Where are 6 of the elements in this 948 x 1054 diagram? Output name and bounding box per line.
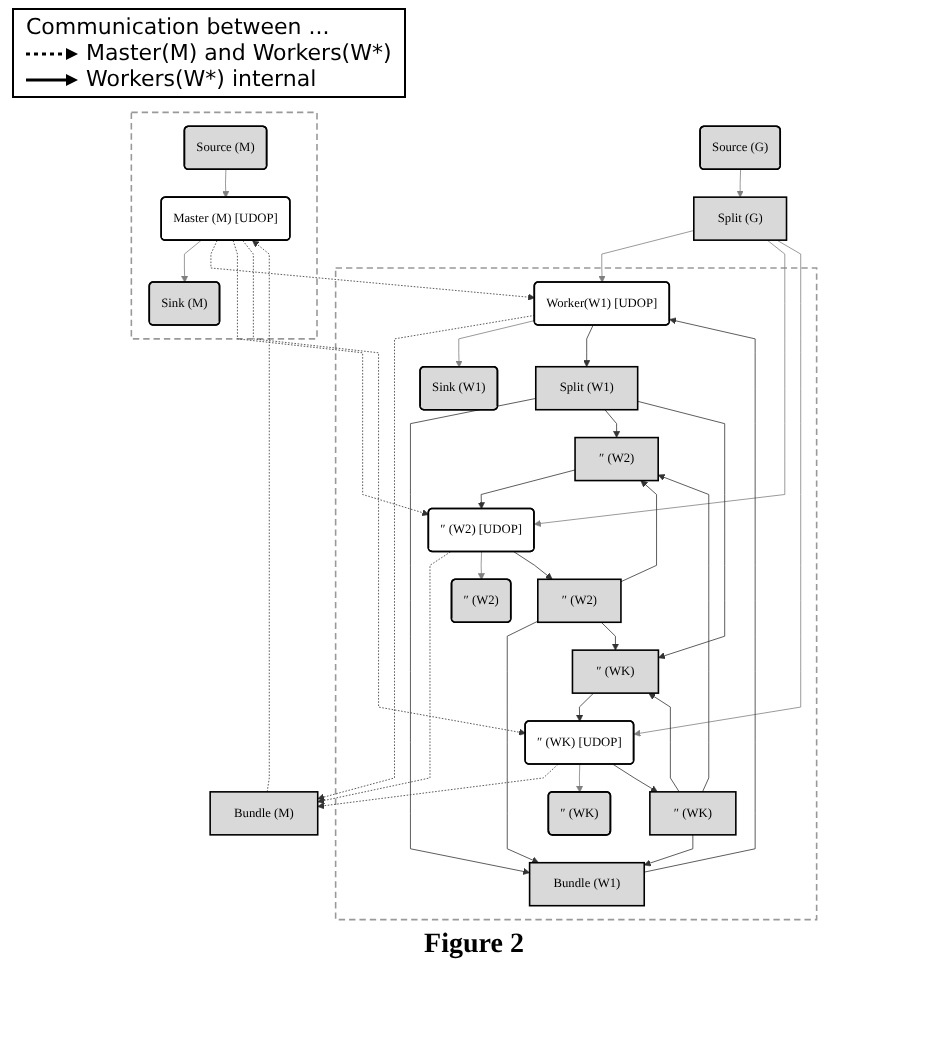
cluster (130, 111, 318, 340)
legend-text: Workers(W*) internal (86, 66, 317, 92)
legend-heading: Communication between ... (26, 14, 332, 40)
caption: Figure 2 (422, 930, 526, 962)
cluster (334, 267, 818, 921)
legend-text: Master(M) and Workers(W*) (86, 40, 392, 66)
